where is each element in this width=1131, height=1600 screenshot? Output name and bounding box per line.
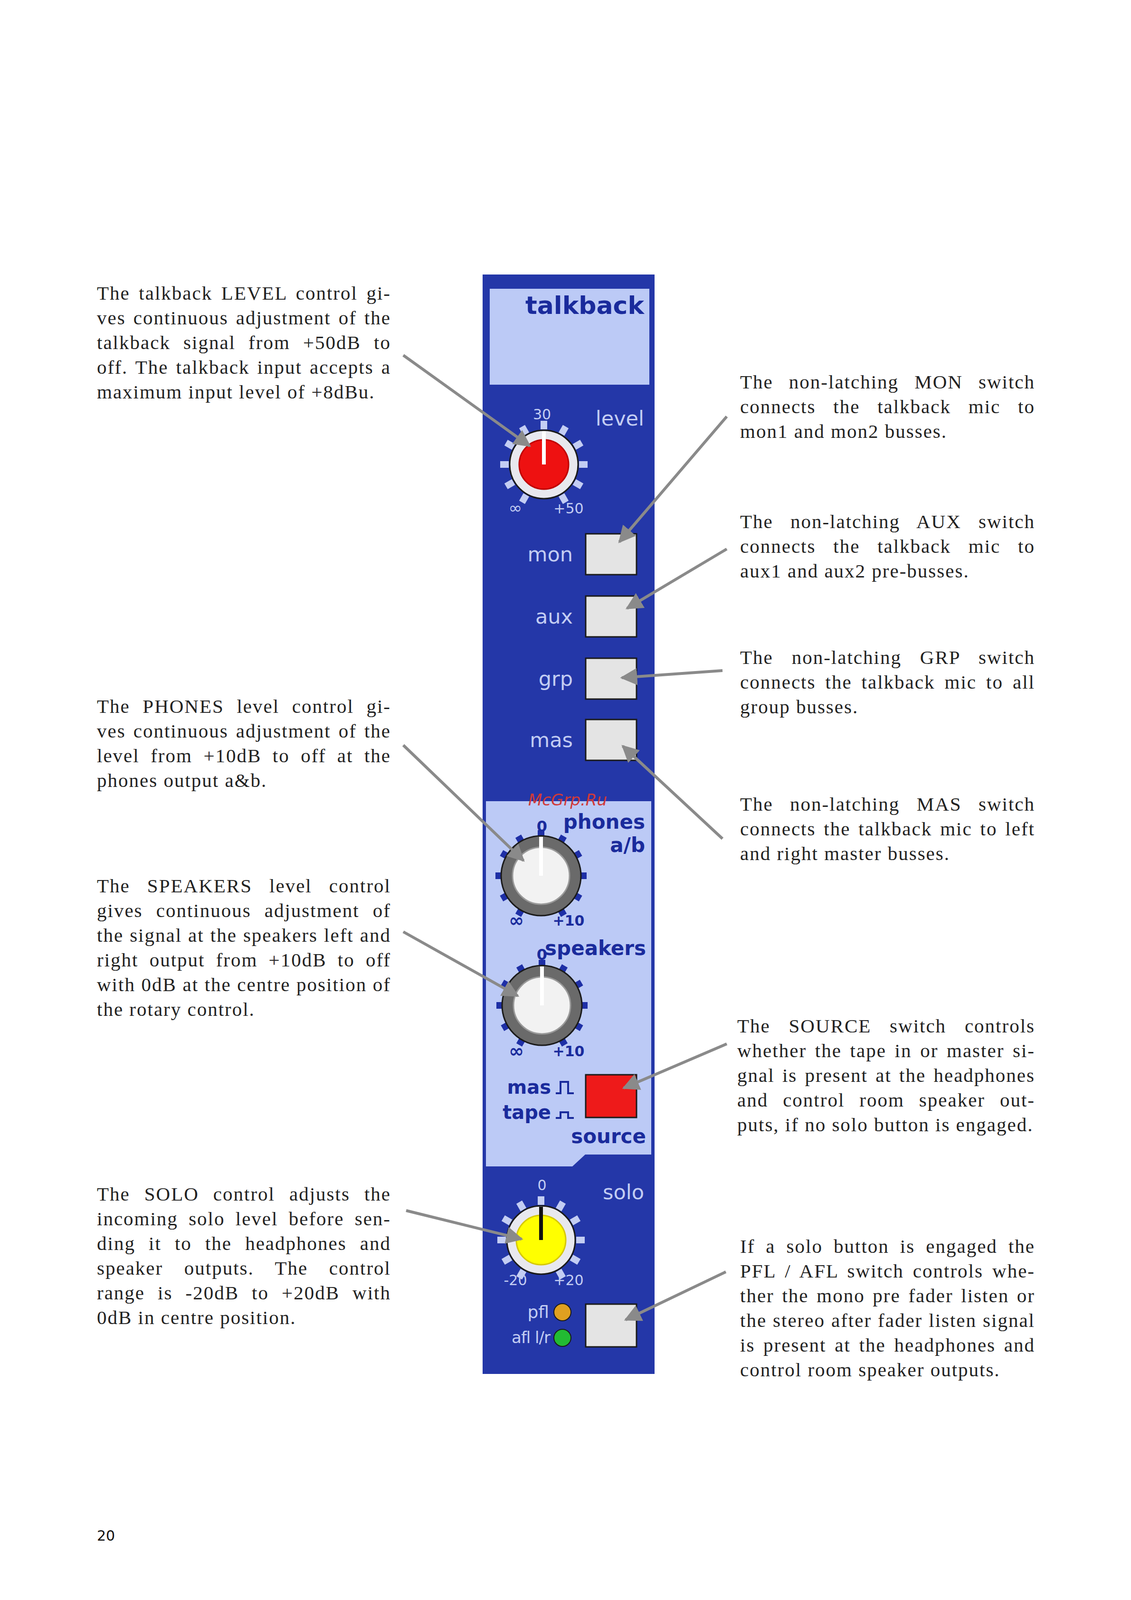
section-title: phones a/b	[550, 810, 646, 857]
panel-legend: +20	[535, 1272, 602, 1289]
afl-led	[553, 1329, 571, 1347]
leader-line	[627, 549, 727, 609]
knob-tick	[505, 442, 514, 447]
leader-line	[621, 670, 723, 678]
panel-legend: aux	[468, 604, 573, 629]
knob-tick	[500, 461, 509, 468]
panel-section: solo	[485, 1166, 652, 1375]
panel-strip	[482, 274, 655, 1375]
leader-line	[403, 745, 524, 861]
leader-line	[625, 1272, 726, 1321]
panel-legend: ∞	[483, 910, 550, 932]
panel-legend: 0	[508, 817, 576, 836]
knob-tick	[579, 461, 588, 468]
knob-pointer	[541, 431, 546, 465]
pfl-afl-button	[585, 1304, 637, 1348]
panel-legend: +10	[535, 912, 602, 930]
section-title: level	[549, 406, 645, 431]
source-button	[585, 1074, 637, 1118]
mas-button	[585, 719, 637, 761]
leader-line	[403, 355, 530, 447]
knob-tick	[503, 1257, 511, 1263]
panel-legend: tape	[446, 1101, 552, 1124]
knob-tick	[574, 482, 582, 487]
knob-tick	[576, 1236, 585, 1244]
knob-ring	[506, 1206, 576, 1275]
callout-text: The SPEAKERS level control gives continu…	[96, 873, 391, 1022]
knob-tick	[561, 426, 566, 435]
callout-text: The non-latching AUX switch connects the…	[740, 509, 1036, 584]
knob-tick	[505, 482, 514, 487]
leader-line	[406, 1210, 522, 1240]
panel-section: talkback	[489, 288, 650, 385]
panel-legend: -20	[482, 1272, 549, 1289]
panel-legend: pfl	[444, 1302, 550, 1323]
callout-text: The non-latching MON switch connects the…	[740, 369, 1036, 444]
knob-tick	[522, 426, 527, 435]
aux-button	[585, 596, 637, 637]
panel-legend: ∞	[482, 498, 549, 518]
panel-legend: ∞	[483, 1040, 550, 1062]
callout-text: The non-latching GRP switch connects the…	[740, 645, 1036, 720]
knob-tick	[497, 1236, 506, 1244]
panel-legend: 0	[508, 1177, 576, 1194]
knob-tick	[571, 1218, 580, 1223]
knob-tick	[571, 1257, 580, 1263]
callout-text: The non-latching MAS switch connects the…	[740, 791, 1036, 866]
page-number: 20	[96, 1527, 145, 1545]
knob-pointer	[539, 1207, 543, 1241]
section-title: speakers	[503, 936, 647, 960]
latch-symbol	[555, 1112, 574, 1119]
panel-legend: grp	[468, 666, 573, 691]
section-title: talkback	[492, 291, 645, 320]
panel-legend: mas	[446, 1076, 552, 1099]
grp-button	[585, 658, 637, 700]
knob-tick	[519, 1202, 524, 1210]
knob-tick	[574, 442, 582, 447]
knob-pointer	[540, 966, 544, 1006]
pfl-led	[553, 1303, 571, 1322]
leader-lines	[403, 355, 727, 1321]
knob-tick	[558, 1202, 563, 1210]
callout-text: The SOLO control adjusts the incoming so…	[96, 1181, 391, 1331]
watermark: McGrp.Ru	[515, 790, 620, 810]
knob-tick	[503, 1218, 511, 1223]
knob-ring	[502, 965, 582, 1046]
panel-legend: mon	[468, 542, 573, 567]
callout-text: The SOURCE switch controls whether the t…	[737, 1013, 1036, 1138]
callout-text: If a solo button is engaged the PFL / AF…	[740, 1234, 1036, 1383]
panel-legend: 0	[508, 946, 576, 964]
leader-line	[403, 931, 518, 997]
callout-text: The talkback LEVEL control gi- ves conti…	[96, 280, 391, 405]
knob-tick	[522, 494, 527, 503]
panel-legend: +50	[535, 500, 602, 517]
callout-text: The PHONES level control gi- ves continu…	[96, 693, 391, 793]
panel-legend: 30	[508, 406, 576, 423]
panel-legend: mas	[468, 728, 573, 752]
mon-button	[585, 533, 637, 575]
leader-line	[619, 416, 727, 542]
knob-pointer	[539, 836, 543, 876]
header-band	[489, 288, 650, 385]
leader-line	[623, 1044, 727, 1089]
latch-symbol	[555, 1082, 574, 1094]
section-title: solo	[549, 1180, 645, 1205]
knob-ring	[501, 836, 581, 916]
panel-legend: afl l/r	[445, 1328, 551, 1348]
panel-legend: +10	[535, 1043, 602, 1060]
section-title: source	[503, 1124, 647, 1149]
knob-tick	[537, 1196, 545, 1206]
